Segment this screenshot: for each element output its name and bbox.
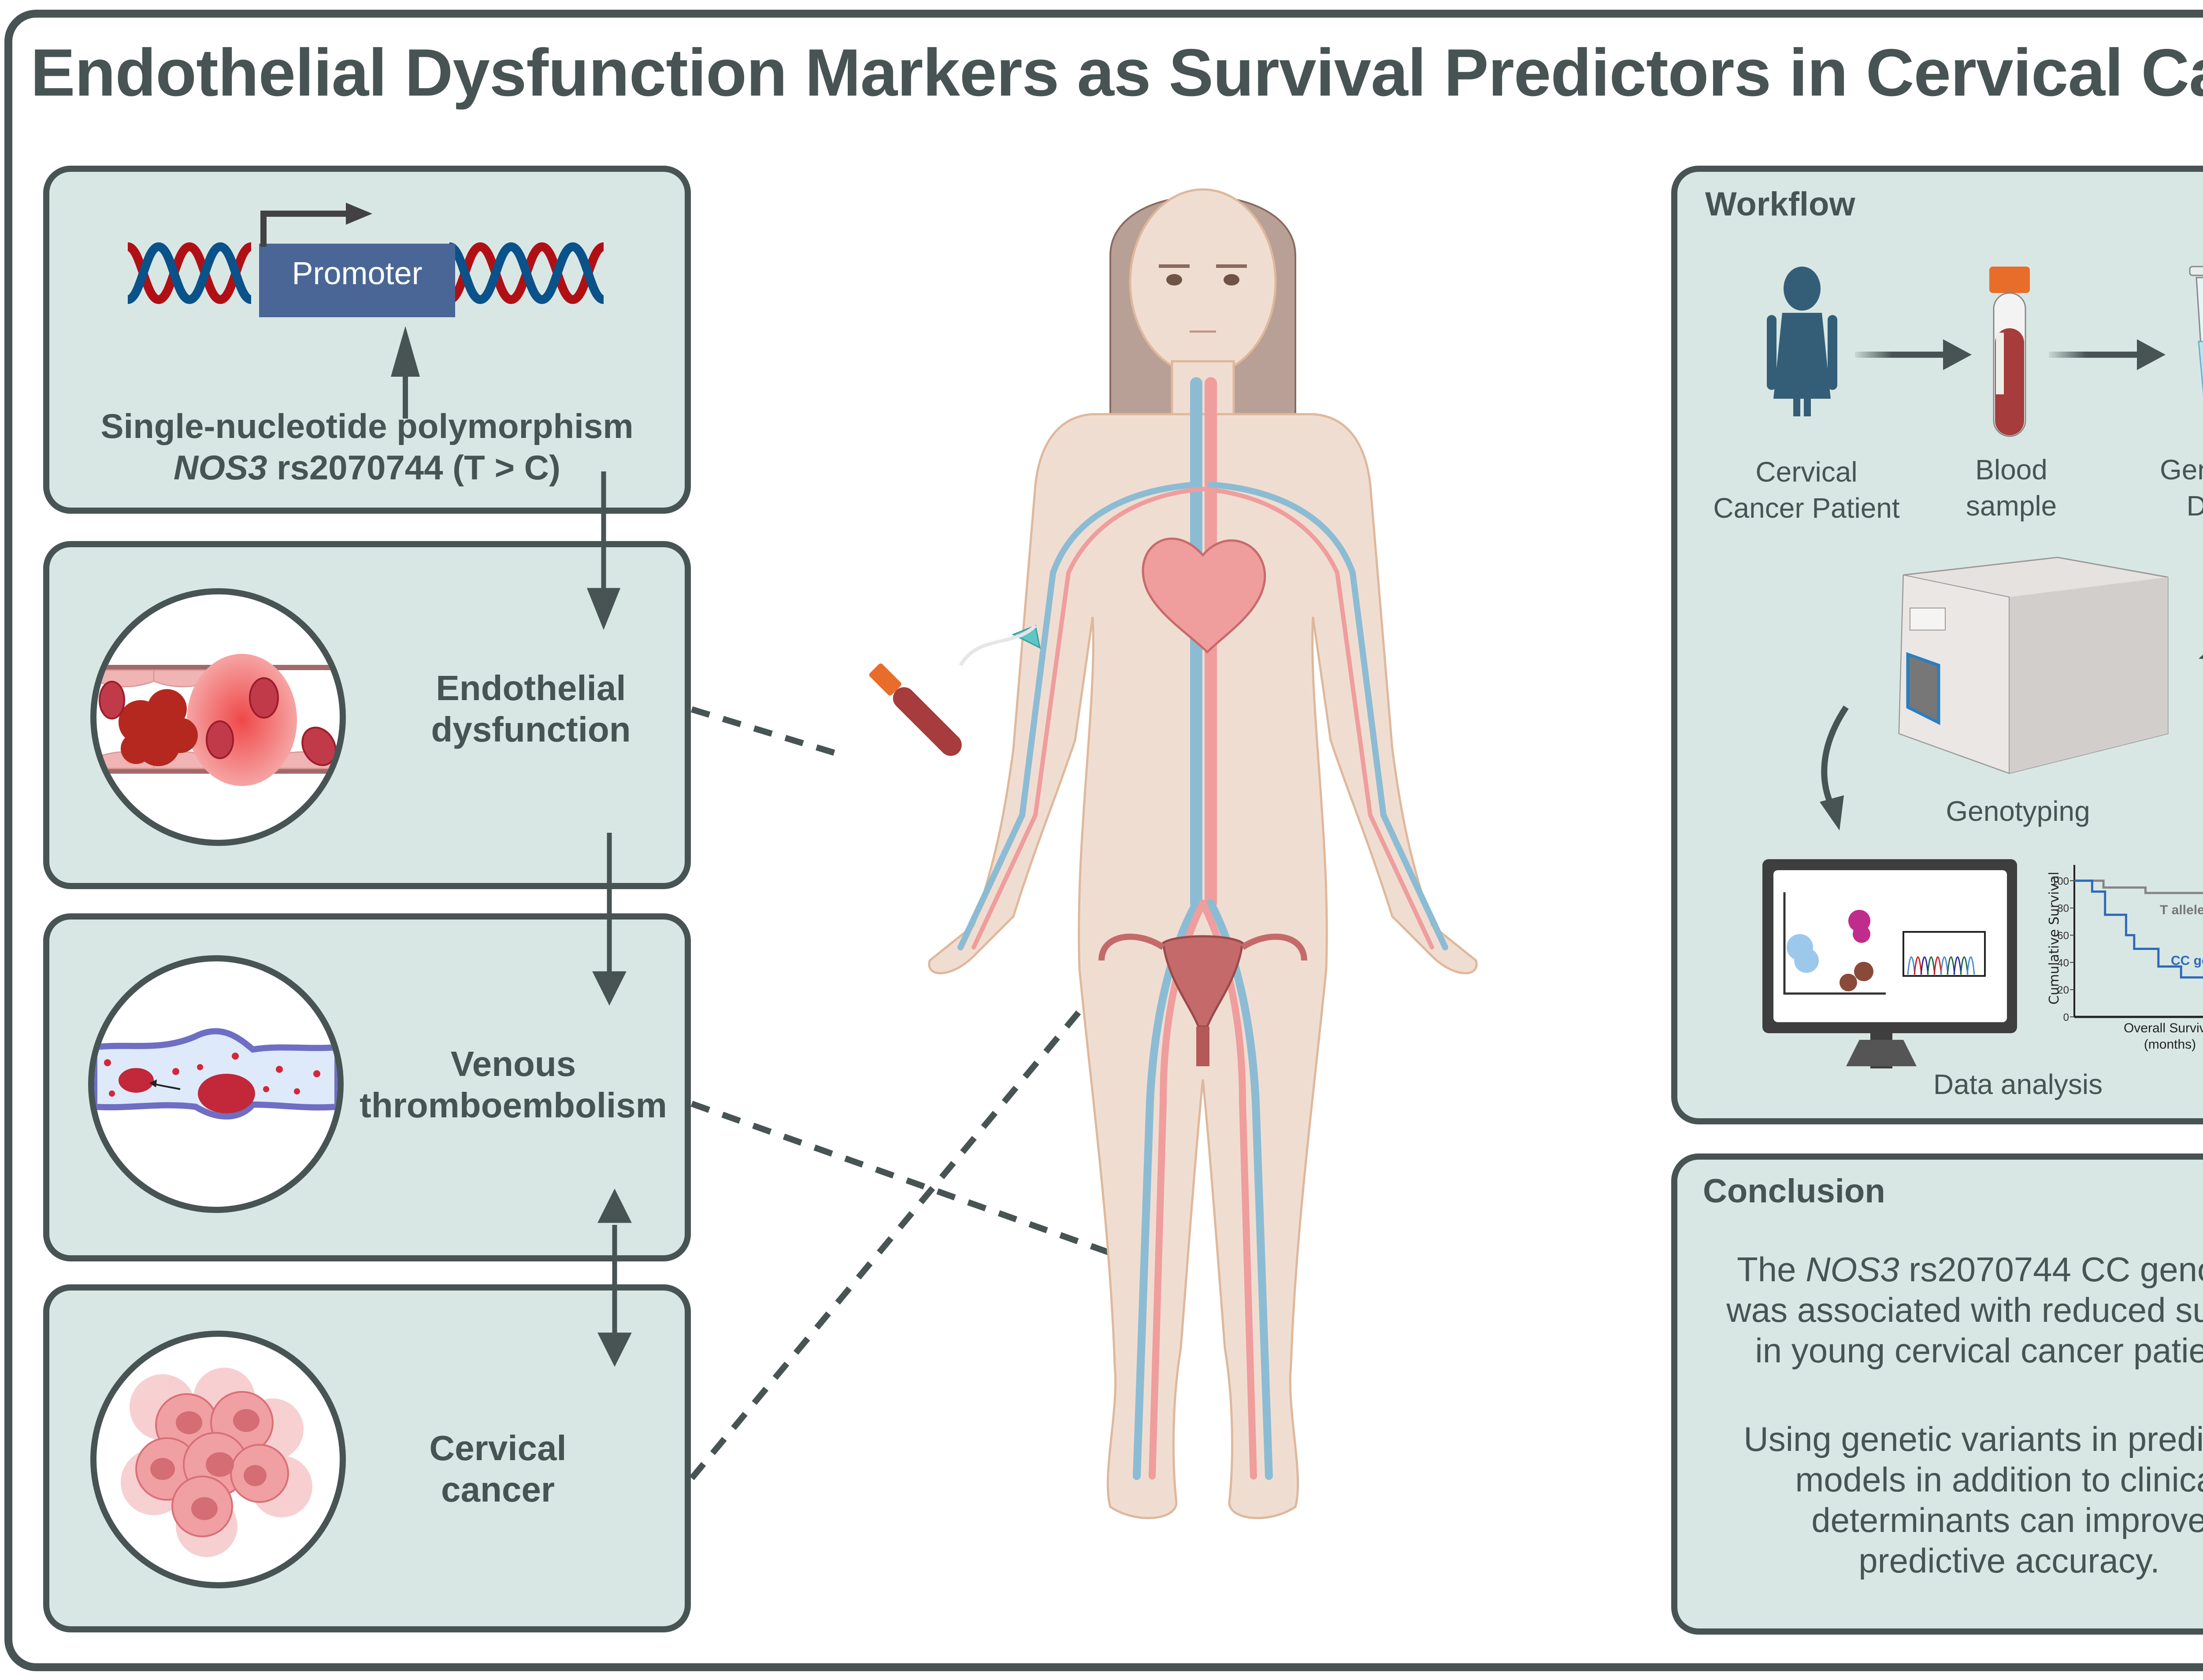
t-allele-survival-line	[2074, 879, 2203, 894]
cc-genotype-survival-line	[2074, 879, 2203, 979]
tumor-cells-icon	[121, 1368, 312, 1557]
snp-variant-id: rs2070744 (T > C)	[267, 448, 560, 487]
implication-line2: models in addition to clinical	[1795, 1460, 2203, 1499]
promoter-panel	[43, 166, 691, 514]
arrow-head-down-1	[586, 588, 621, 630]
finding-gene: NOS3	[1806, 1250, 1899, 1289]
blood-tube-icon	[1989, 267, 2030, 437]
y-tick-label: 80	[2057, 903, 2069, 915]
step-blood-label: Blood sample	[1923, 452, 2099, 524]
implication-line1: Using genetic variants in predictive	[1743, 1420, 2203, 1458]
female-body-circulatory-illustration	[869, 188, 1478, 1519]
vein-thrombus-icon	[94, 1028, 337, 1120]
fallopian-tubes	[1098, 934, 1307, 961]
snp-gene-name: NOS3	[174, 448, 267, 487]
face	[1159, 264, 1247, 333]
step-dna-label: Genomic DNA	[2128, 452, 2203, 524]
implication-line4: predictive accuracy.	[1858, 1541, 2160, 1580]
head	[1129, 188, 1277, 376]
microtube-icon	[2189, 266, 2203, 396]
uterus-icon	[1162, 935, 1244, 1028]
step-blood-line1: Blood	[1975, 454, 2047, 486]
vte-line1: Venous	[450, 1044, 576, 1083]
step-dna-line1: Genomic	[2159, 454, 2203, 486]
cervical-line2: cancer	[441, 1470, 555, 1509]
x-axis-label-line2: (months)	[2144, 1037, 2196, 1052]
monitor-icon	[1762, 859, 2017, 1068]
finding-line1: The NOS3 rs2070744 CC genotype	[1674, 1249, 2203, 1290]
step-blood-line2: sample	[1966, 490, 2057, 522]
kaplan-meier-chart: 0 20 40 60 80 100 Cumulative Survival Overall…	[2047, 865, 2203, 1052]
conclusion-implication: Using genetic variants in predictive mod…	[1674, 1419, 2203, 1581]
legend-t-allele: T allele genotype	[2160, 903, 2203, 917]
vte-vein-illustration	[88, 955, 344, 1213]
curved-arrow-to-analysis	[1820, 705, 1849, 831]
heart-icon	[1142, 538, 1266, 654]
vte-label: Venous thromboembolism	[352, 1043, 674, 1126]
step-dna-line2: DNA	[2186, 490, 2203, 522]
finding-line3: in young cervical cancer patients.	[1755, 1331, 2203, 1370]
step-patient-label: Cervical Cancer Patient	[1696, 454, 1917, 526]
dashed-connector-vte	[690, 1101, 1138, 1265]
y-tick-label: 40	[2057, 957, 2069, 969]
dashed-connector-endothelial	[690, 706, 841, 757]
conclusion-title: Conclusion	[1703, 1172, 1885, 1210]
arrow-right-icon-2	[2049, 339, 2166, 370]
conclusion-panel	[1671, 1153, 2203, 1635]
endothelial-line1: Endothelial	[436, 668, 626, 708]
arrow-head-down-3	[597, 1332, 632, 1367]
vte-line2: thromboembolism	[360, 1086, 667, 1125]
page-title: Endothelial Dysfunction Markers as Survi…	[30, 35, 2203, 110]
blood-collection-tube-icon	[869, 663, 962, 756]
endothelial-line2: dysfunction	[431, 710, 631, 749]
workflow-title: Workflow	[1705, 185, 1855, 223]
woman-icon	[1767, 267, 1837, 416]
snp-variant: NOS3 rs2070744 (T > C)	[43, 447, 691, 488]
genotyping-machine-icon	[1898, 556, 2169, 774]
finding-pre: The	[1737, 1250, 1806, 1289]
finding-rest: rs2070744 CC genotype	[1909, 1250, 2203, 1289]
step-patient-line2: Cancer Patient	[1713, 492, 1900, 524]
cervix	[1196, 1027, 1209, 1066]
cervical-cancer-label: Cervical cancer	[388, 1428, 608, 1510]
snp-title: Single-nucleotide polymorphism	[100, 407, 634, 445]
vte-panel	[43, 913, 691, 1261]
y-axis-label: Cumulative Survival	[2047, 872, 2062, 1005]
snp-label: Single-nucleotide polymorphism NOS3 rs20…	[43, 405, 691, 488]
conclusion-finding: The NOS3 rs2070744 CC genotype was assoc…	[1674, 1249, 2203, 1371]
implication-line3: determinants can improve	[1811, 1501, 2203, 1539]
cervical-line1: Cervical	[429, 1428, 567, 1468]
y-tick-label: 20	[2057, 984, 2069, 996]
legend-cc: CC genotype	[2171, 953, 2203, 968]
y-tick-label: 0	[2063, 1012, 2069, 1024]
y-tick-label: 60	[2057, 930, 2069, 942]
transcription-start-arrow-icon	[260, 203, 372, 247]
arrow-head-up-3	[597, 1188, 632, 1223]
arrow-right-icon	[1855, 339, 1972, 370]
promoter-box	[259, 244, 455, 317]
finding-line2: was associated with reduced survival	[1726, 1291, 2203, 1329]
promoter-label: Promoter	[292, 256, 423, 291]
vessel-clot-icon	[96, 654, 340, 786]
neck	[1171, 360, 1235, 415]
arrow-head-down-2	[592, 971, 627, 1006]
dna-helix-icon	[126, 242, 605, 304]
genotyping-label: Genotyping	[1946, 795, 2090, 827]
curved-arrow-to-genotyper	[2199, 654, 2203, 659]
step-patient-line1: Cervical	[1755, 456, 1858, 488]
data-analysis-label: Data analysis	[1933, 1068, 2103, 1100]
y-tick-label: 100	[2051, 875, 2069, 887]
snp-up-arrow-icon	[391, 326, 420, 419]
endothelial-dysfunction-label: Endothelial dysfunction	[388, 668, 674, 750]
butterfly-needle-icon	[959, 624, 1041, 667]
x-axis-label-line1: Overall Survival	[2124, 1021, 2203, 1035]
